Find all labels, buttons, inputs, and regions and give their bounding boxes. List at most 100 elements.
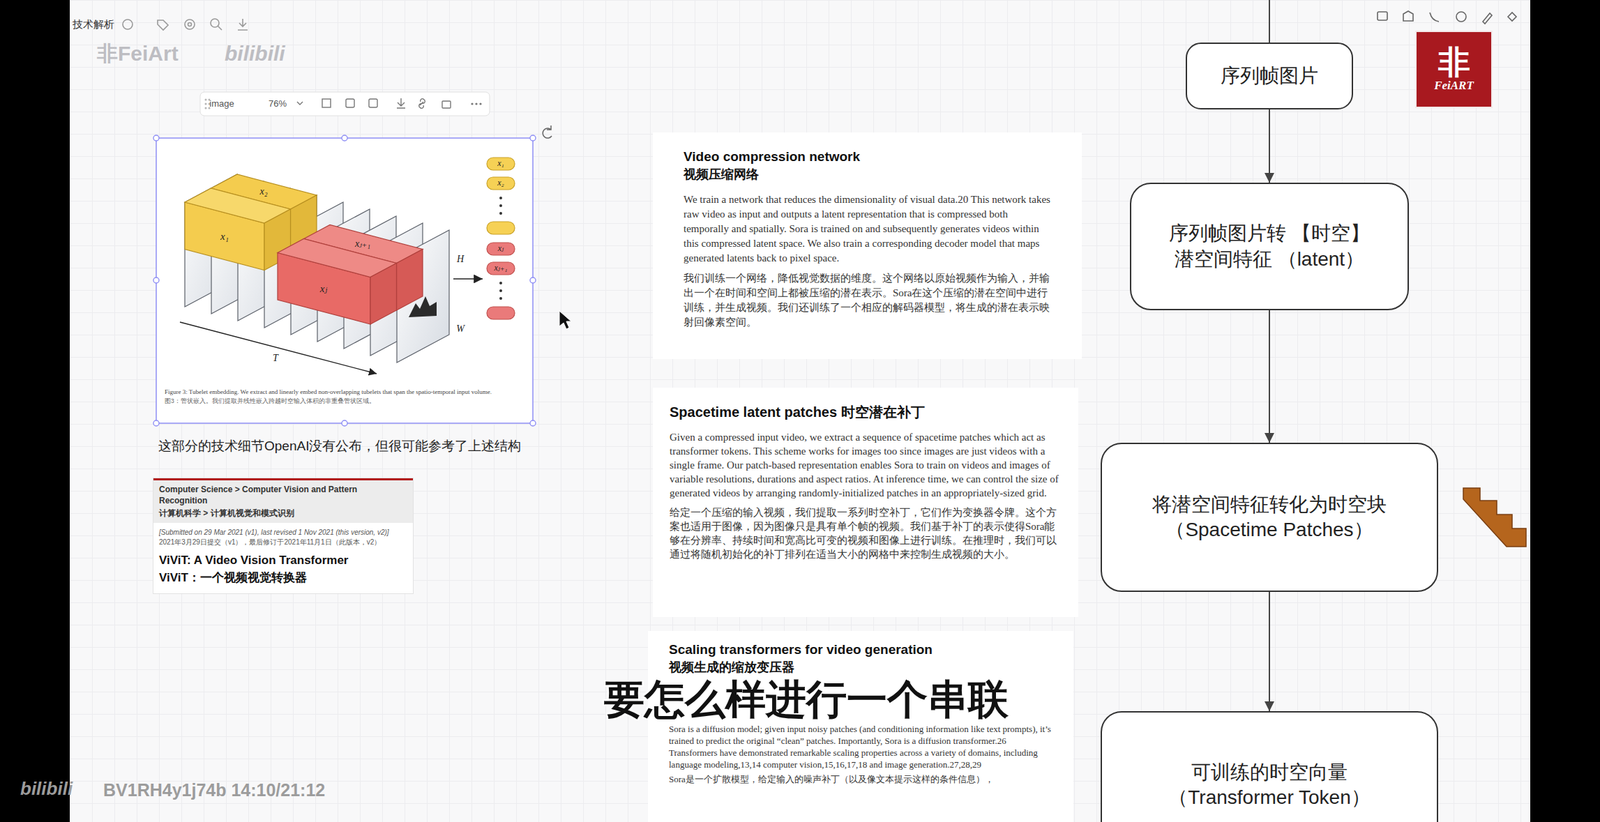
document-title: 技术解析 <box>72 18 115 31</box>
video-subtitle: 要怎么样进行一个串联 <box>604 677 1009 722</box>
ellipsis-dot <box>499 204 503 208</box>
token-column <box>486 157 515 320</box>
body-text: Given a compressed input video, we extra… <box>669 430 1062 501</box>
tubelet-label: xⱼ <box>320 282 328 296</box>
phone-icon <box>1429 12 1439 22</box>
search-icon <box>217 25 222 30</box>
copy-icon <box>368 99 378 108</box>
tag-icon <box>157 20 169 30</box>
process-box: 将潜空间特征转化为时空块 （Spacetime Patches） <box>1100 442 1439 593</box>
toolbar-panel <box>200 92 490 116</box>
tubelet-illustration <box>153 125 552 427</box>
drag-handle <box>205 107 208 110</box>
body-text: 我们训练一个网络，降低视觉数据的维度。这个网络以原始视频作为输入，并输出一个在时… <box>683 271 1052 330</box>
token-pill <box>486 221 515 235</box>
stair-sticker <box>1463 488 1527 547</box>
mouse-cursor <box>559 311 572 330</box>
resize-handle <box>530 135 536 141</box>
tubelet-block <box>396 249 424 312</box>
toolbar-icons <box>122 18 248 30</box>
submission-note: [Submitted on 29 Mar 2021 (v1), last rev… <box>153 523 413 538</box>
image-frame <box>156 138 533 424</box>
pen-icon <box>1482 13 1492 24</box>
paper-reference-card: Computer Science > Computer Vision and P… <box>152 477 414 595</box>
flow-arrow <box>1268 109 1271 183</box>
process-box: 序列帧图片转 【时空】潜空间特征 （latent） <box>1129 182 1409 311</box>
section-heading: Scaling transformers for video generatio… <box>668 640 1053 660</box>
token-pill <box>486 177 515 190</box>
puzzle-icon <box>1507 12 1517 21</box>
image-toolbar <box>200 92 490 116</box>
watermark: 非FeiArt <box>96 41 179 65</box>
image-toolbar <box>297 98 451 109</box>
more-icon <box>474 102 478 105</box>
process-label: 序列帧图片转 【时空】潜空间特征 （latent） <box>1164 221 1375 273</box>
submission-note: 2021年3月29日提交（v1），最后修订于2021年11月1日（此版本，v2） <box>153 537 413 548</box>
ellipsis-dot <box>499 281 503 285</box>
token-label: xⱼ₊₁ <box>493 263 508 273</box>
breadcrumb: 计算机科学 > 计算机视觉和模式识别 <box>153 507 413 523</box>
toolbar-icons <box>1377 11 1517 24</box>
red-tubelets <box>277 225 423 326</box>
tubelet-illustration <box>153 135 536 427</box>
time-axis <box>179 322 377 374</box>
crop-icon <box>322 99 331 108</box>
toolbar-text: image <box>209 98 234 110</box>
ellipsis-dot <box>499 289 503 293</box>
flow-arrow <box>1268 310 1271 443</box>
section-heading: 视频压缩网络 <box>683 165 1052 183</box>
video-frames <box>184 174 450 363</box>
ellipsis-dot <box>499 196 503 200</box>
channel-logo: 非FeiART <box>1415 30 1493 109</box>
more-icon <box>479 102 482 105</box>
excerpt-card: Video compression network视频压缩网络We train … <box>652 132 1082 360</box>
resize-handle <box>530 420 536 427</box>
process-label: 序列帧图片 <box>1201 63 1338 89</box>
dropdown-chevron <box>297 101 303 105</box>
tubelet-label: x₂ <box>259 186 268 199</box>
paper-title: ViViT：一个视频视觉转换器 <box>153 569 413 587</box>
logo-mark: 非 <box>1416 46 1492 80</box>
resize-handle <box>153 277 160 284</box>
breadcrumb: Computer Science > Computer Vision and P… <box>153 478 413 508</box>
embed-arrow <box>453 278 483 280</box>
watermark: bilibili <box>224 41 286 65</box>
tubelet-label: x₁ <box>220 230 229 243</box>
figure-caption: 图3：管状嵌入。我们提取并线性嵌入跨越时空输入体积的非重叠管状区域。 <box>164 397 525 406</box>
tubelet-block <box>370 263 397 326</box>
replace-icon <box>345 99 355 108</box>
platform-watermark: bilibili <box>20 778 73 800</box>
gear-icon <box>188 23 192 27</box>
axis-label: H <box>456 253 464 266</box>
paper-title: ViViT: A Video Vision Transformer <box>153 547 413 570</box>
section-heading: Video compression network <box>683 147 1052 166</box>
download-icon <box>237 18 248 30</box>
drag-handle <box>205 99 208 102</box>
link-icon <box>419 99 426 109</box>
figure-caption: Figure 3: Tubelet embedding. We extract … <box>164 387 525 397</box>
process-box: 可训练的时空向量 （Transformer Token） <box>1100 711 1439 822</box>
zoom-level: 76% <box>268 98 287 110</box>
excerpt-card: Spacetime latent patches 时空潜在补丁Given a c… <box>652 387 1079 618</box>
token-pill <box>486 262 515 275</box>
token-pill <box>486 157 515 171</box>
token-pill <box>486 242 515 256</box>
token-pill <box>486 306 515 320</box>
token-label: x₂ <box>497 178 505 188</box>
note-text: 这部分的技术细节OpenAI没有公布，但很可能参考了上述结构 <box>158 438 522 456</box>
resize-handle <box>153 420 160 427</box>
process-label: 可训练的时空向量 （Transformer Token） <box>1135 760 1404 812</box>
screen-icon <box>1377 11 1388 21</box>
flow-line <box>1268 0 1271 43</box>
tubelet-block <box>277 239 397 278</box>
resize-handle <box>153 135 160 141</box>
token-label: x₁ <box>497 159 505 169</box>
rotate-handle <box>542 125 552 139</box>
resize-handle <box>341 135 348 141</box>
video-id-timestamp: BV1RH4y1j74b 14:10/21:12 <box>103 779 326 801</box>
status-icon <box>122 19 133 30</box>
excerpt-card: Scaling transformers for video generatio… <box>647 631 1074 822</box>
ellipsis-dot <box>499 212 503 215</box>
ellipsis-dot <box>499 297 503 300</box>
